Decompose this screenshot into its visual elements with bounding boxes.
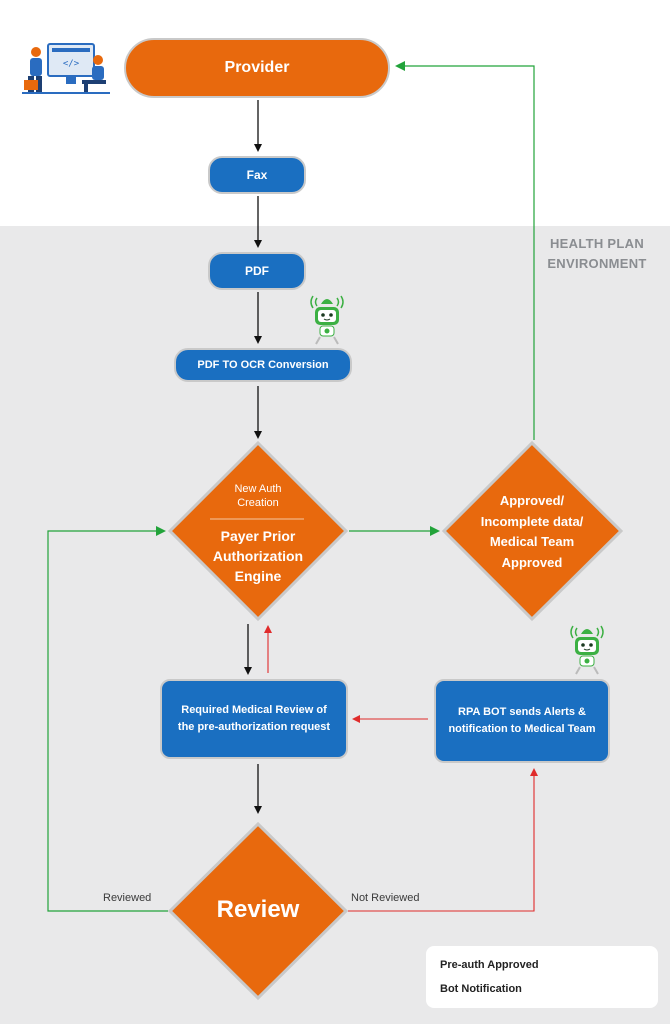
engine-title: Payer Prior Authorization Engine [212,528,304,584]
not-reviewed-label: Not Reviewed [351,892,420,904]
legend: Pre-auth Approved Bot Notification [426,946,658,1008]
environment-label: HEALTH PLAN ENVIRONMENT [547,236,647,271]
pdf-node: PDF [208,252,306,290]
reviewed-label: Reviewed [103,892,152,904]
engine-subtitle: New Auth Creation [234,483,282,509]
legend-preauth-approved: Pre-auth Approved [440,959,539,971]
engine-diamond [167,440,349,622]
svg-text:</>: </> [63,59,80,69]
robot-icon [570,625,604,675]
rpa-bot-node: RPA BOT sends Alerts & notification to M… [434,679,610,763]
approved-diamond [441,440,624,622]
review-diamond [167,821,349,1001]
ocr-conversion-node: PDF TO OCR Conversion [174,348,352,382]
provider-node: Provider [124,38,390,98]
fax-node: Fax [208,156,306,194]
medical-review-node: Required Medical Review of the pre-autho… [160,679,348,759]
legend-bot-notification: Bot Notification [440,983,522,995]
approved-node-label: Approved/ Incomplete data/ Medical Team … [480,493,584,570]
people-computer-icon: </> [22,43,110,94]
review-node-label: Review [216,896,300,923]
robot-icon [310,295,344,345]
